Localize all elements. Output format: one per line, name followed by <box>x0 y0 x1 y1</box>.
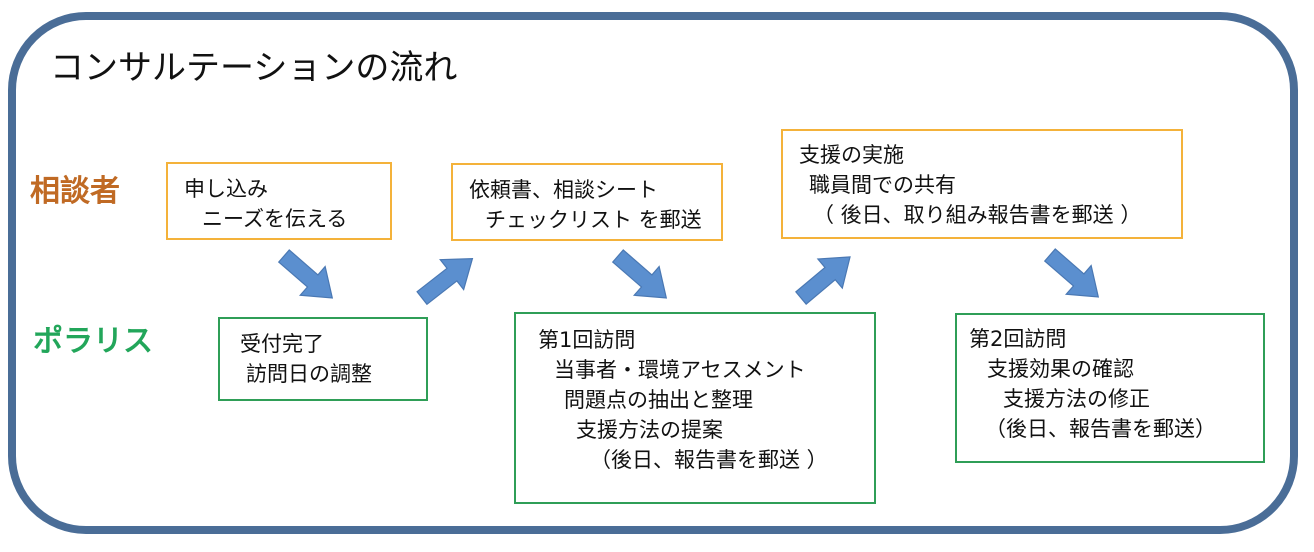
step-box-reception: 受付完了 訪問日の調整 <box>218 317 428 401</box>
step-text: 当事者・環境アセスメント <box>554 358 806 382</box>
role-label-consultant: 相談者 <box>30 174 120 209</box>
diagram-title: コンサルテーションの流れ <box>50 48 458 88</box>
step-box-first-visit: 第1回訪問 当事者・環境アセスメント 問題点の抽出と整理 支援方法の提案 （後日… <box>514 312 876 504</box>
step-box-implementation: 支援の実施 職員間での共有 （ 後日、取り組み報告書を郵送 ） <box>781 129 1183 239</box>
step-box-application: 申し込み ニーズを伝える <box>166 162 392 240</box>
step-text: 申し込み <box>184 177 268 201</box>
step-text: チェックリスト を郵送 <box>485 208 702 232</box>
step-box-request-documents: 依頼書、相談シート チェックリスト を郵送 <box>451 163 723 241</box>
step-text: 第1回訪問 <box>538 328 636 352</box>
step-text: ニーズを伝える <box>202 207 348 231</box>
step-box-second-visit: 第2回訪問 支援効果の確認 支援方法の修正 （後日、報告書を郵送） <box>955 313 1265 463</box>
step-text: 問題点の抽出と整理 <box>564 388 753 412</box>
step-text: 訪問日の調整 <box>246 362 372 386</box>
step-text: 支援の実施 <box>799 143 904 167</box>
step-text: 受付完了 <box>240 332 324 356</box>
step-text: （後日、報告書を郵送 ） <box>590 448 828 472</box>
step-text: 依頼書、相談シート <box>469 178 658 202</box>
step-text: 支援方法の修正 <box>1003 387 1150 411</box>
step-text: 職員間での共有 <box>809 173 956 197</box>
step-text: 支援方法の提案 <box>576 418 723 442</box>
step-text: （後日、報告書を郵送） <box>985 417 1216 441</box>
step-text: （ 後日、取り組み報告書を郵送 ） <box>813 203 1142 227</box>
step-text: 支援効果の確認 <box>987 357 1134 381</box>
role-label-polaris: ポラリス <box>33 324 153 359</box>
step-text: 第2回訪問 <box>969 327 1067 351</box>
